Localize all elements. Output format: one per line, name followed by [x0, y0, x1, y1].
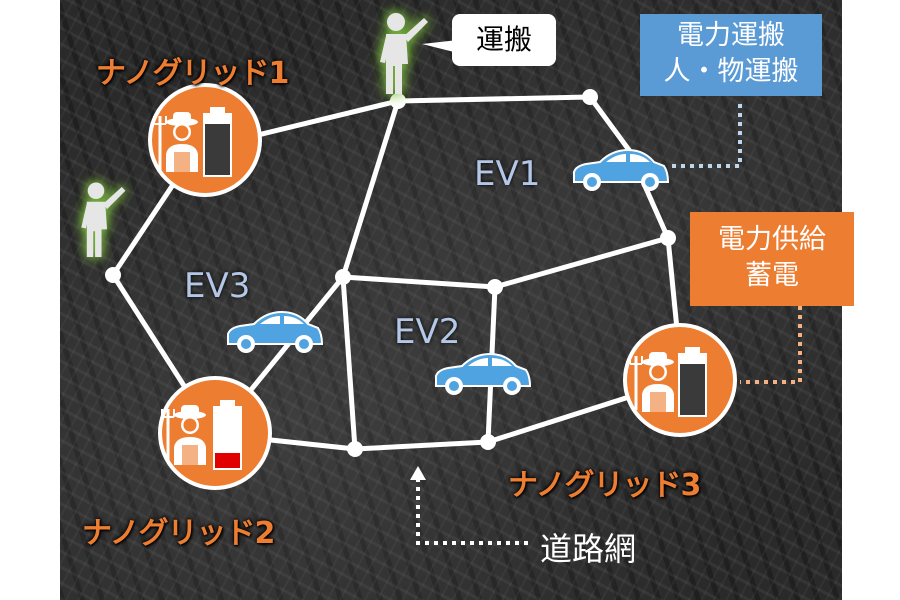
- road-segment: [352, 439, 491, 452]
- arrow-up-icon: [410, 466, 426, 480]
- road-junction: [105, 267, 121, 283]
- battery-fill: [215, 453, 240, 468]
- battery-icon: [213, 400, 242, 470]
- person-icon-left: [81, 182, 126, 257]
- ev1-role-line1: 電力運搬: [677, 20, 785, 51]
- road-segment: [492, 235, 671, 290]
- nanogrid-2-label: ナノグリッド2: [82, 516, 275, 551]
- battery-fill: [680, 364, 705, 415]
- battery-fill: [205, 124, 230, 175]
- road-junction: [487, 279, 503, 295]
- ev1-connector: [668, 104, 742, 168]
- transport-speech-bubble: 運搬: [452, 14, 556, 66]
- road-junction: [660, 230, 676, 246]
- supply-role-line1: 電力供給: [718, 224, 826, 255]
- ev1-car-icon[interactable]: [573, 149, 669, 192]
- supply-connector: [740, 306, 802, 384]
- road-segment: [340, 274, 498, 290]
- nanogrid-3-label: ナノグリッド3: [508, 468, 701, 503]
- road-junction: [582, 89, 598, 105]
- road-connector: [416, 478, 532, 545]
- road-junction: [347, 441, 363, 457]
- road-junction: [390, 93, 406, 109]
- ev3-label: EV3: [184, 266, 251, 306]
- ev2-label: EV2: [394, 312, 461, 352]
- road-segment: [340, 274, 358, 452]
- road-segment: [587, 94, 632, 153]
- person-icon-top: [380, 13, 428, 94]
- road-network-label: 道路網: [540, 530, 637, 568]
- road-segment: [340, 98, 401, 280]
- nanogrid-1-node[interactable]: [148, 83, 262, 197]
- road-junctions: [105, 89, 676, 457]
- nanogrid-2-node[interactable]: [158, 376, 272, 490]
- ev1-role-box: 電力運搬 人・物運搬: [640, 14, 822, 96]
- ev1-role-line2: 人・物運搬: [663, 56, 799, 87]
- road-junction: [480, 434, 496, 450]
- nanogrid-1-label: ナノグリッド1: [96, 56, 289, 91]
- ev2-car-icon[interactable]: [435, 353, 531, 396]
- battery-icon: [203, 107, 232, 177]
- nanogrid-3-node[interactable]: [623, 323, 737, 437]
- dotted-connectors: [416, 104, 802, 545]
- battery-icon: [678, 347, 707, 417]
- ev1-label: EV1: [474, 154, 541, 194]
- supply-role-box: 電力供給 蓄電: [690, 212, 854, 306]
- road-junction: [335, 269, 351, 285]
- road-segment: [395, 94, 593, 104]
- supply-role-line2: 蓄電: [745, 260, 799, 291]
